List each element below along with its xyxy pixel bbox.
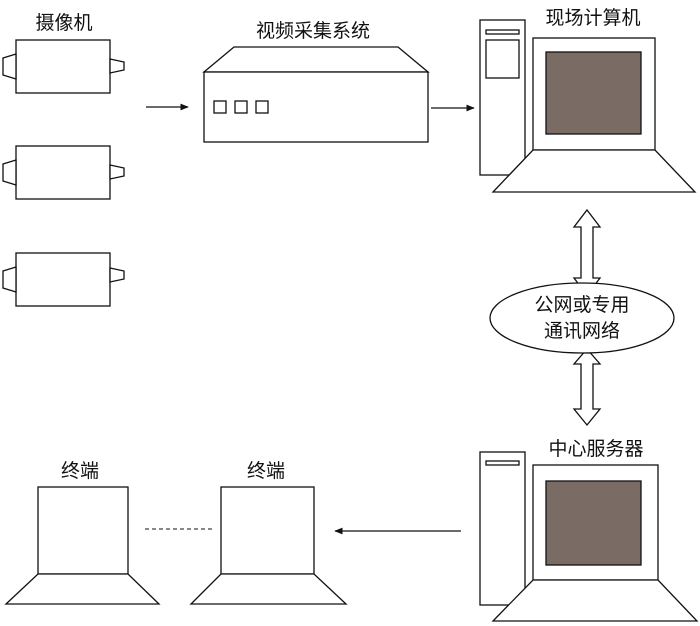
double-arrow-upper: [572, 208, 602, 297]
camera-label: 摄像机: [35, 12, 93, 34]
capture-button-3: [255, 100, 269, 114]
site-computer-keyboard: [491, 149, 697, 193]
site-computer-label: 现场计算机: [545, 7, 641, 29]
central-server: [479, 451, 699, 622]
server-label: 中心服务器: [548, 438, 644, 460]
server-screen: [545, 480, 642, 566]
site-computer-screen: [545, 51, 642, 135]
terminal-a: [4, 486, 161, 605]
network-label-line1: 公网或专用: [534, 294, 630, 316]
terminal-a-monitor: [37, 486, 129, 575]
site-computer: [479, 19, 697, 193]
capture-device: [202, 46, 430, 143]
camera-2: [2, 145, 125, 200]
server-keyboard: [491, 579, 699, 622]
terminal-b: [189, 486, 348, 605]
camera-3: [2, 252, 125, 307]
terminal-b-keyboard: [189, 573, 348, 605]
network-cloud: [489, 282, 675, 354]
capture-label: 视频采集系统: [255, 20, 371, 42]
terminal-b-monitor: [220, 486, 315, 575]
capture-button-1: [213, 100, 227, 114]
capture-button-2: [234, 100, 248, 114]
double-arrow-lower: [572, 348, 602, 427]
network-label: 公网或专用 通讯网络: [492, 292, 672, 344]
server-tower: [479, 451, 526, 606]
network-label-line2: 通讯网络: [543, 320, 620, 342]
camera-1: [2, 39, 125, 94]
terminal-a-keyboard: [4, 573, 161, 605]
terminal-a-label: 终端: [60, 460, 100, 482]
terminal-b-label: 终端: [246, 460, 286, 482]
